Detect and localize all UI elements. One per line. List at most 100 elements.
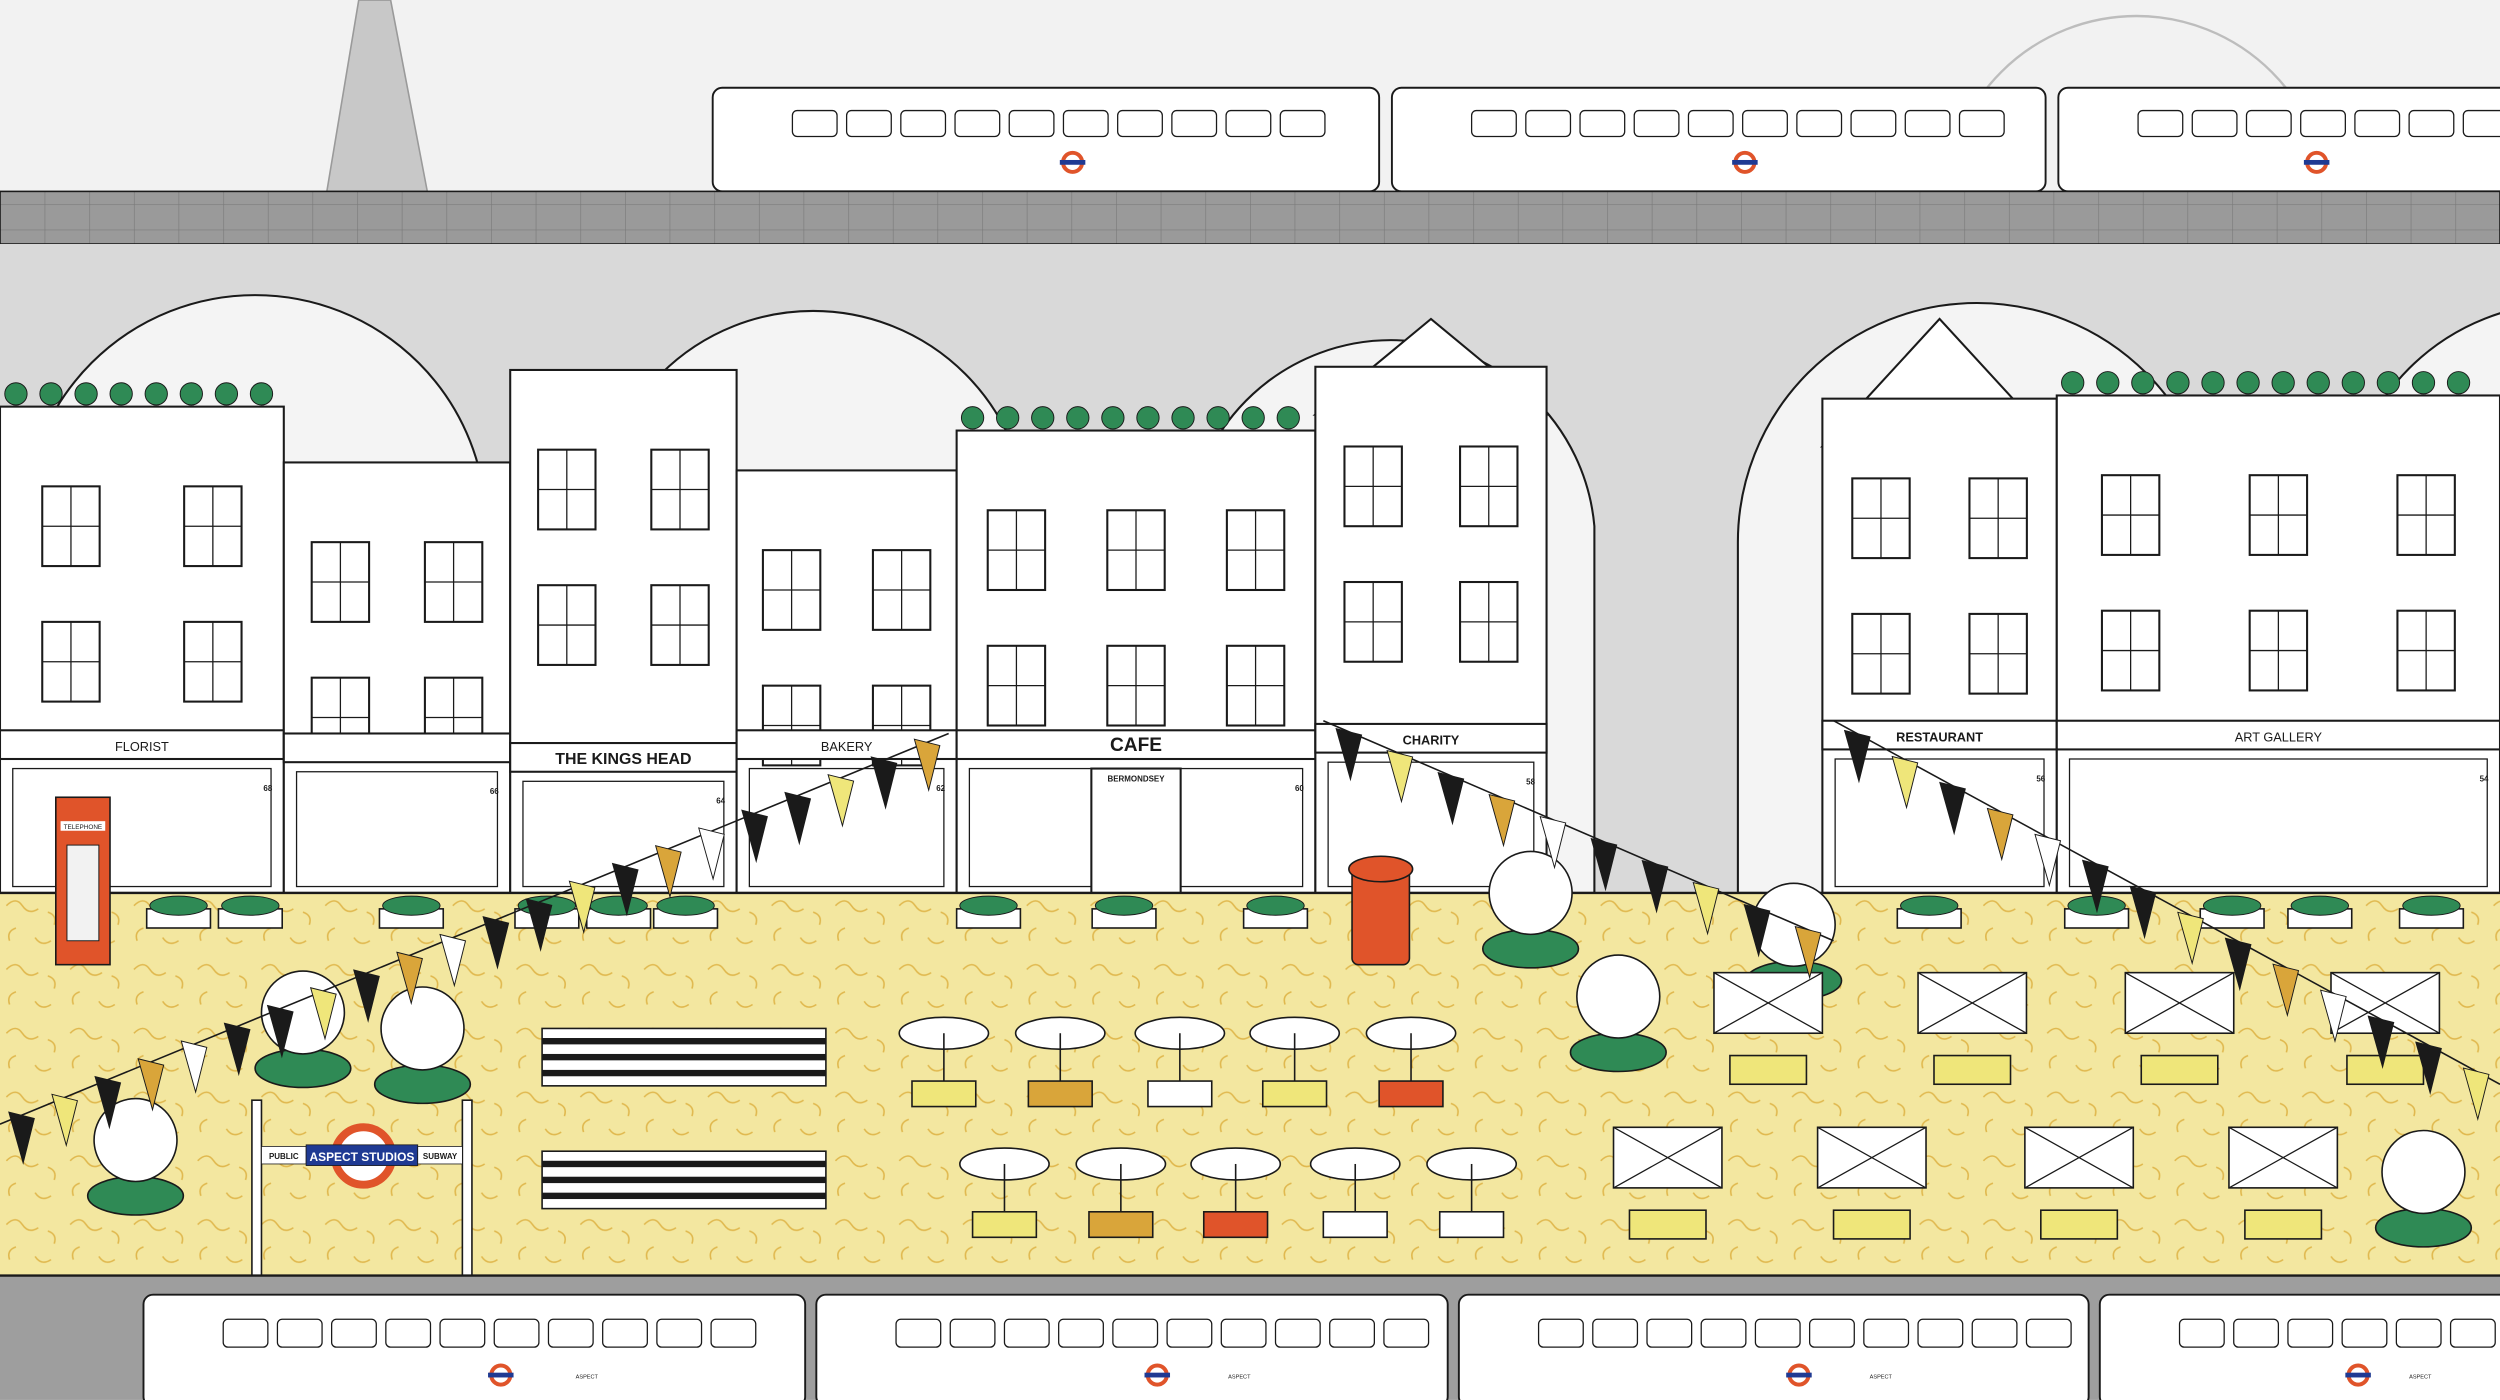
rooftop-plant [39, 382, 63, 406]
viaduct-deck [0, 190, 2500, 245]
bunting-flag [309, 987, 337, 1041]
telephone-box: TELEPHONE [55, 796, 111, 966]
planter-plants [1246, 895, 1305, 916]
rooftop-plant [1136, 406, 1160, 430]
train-car [1390, 86, 2047, 193]
bunting-flag [1843, 729, 1871, 784]
bunting-flag [741, 809, 768, 864]
rooftop-plant [1206, 406, 1230, 430]
train-label: ASPECT [1228, 1374, 1251, 1380]
train-car [711, 86, 1381, 193]
tree-planter [1481, 928, 1580, 969]
train-window [1171, 109, 1218, 138]
train-window [1166, 1318, 1213, 1348]
train-window [2300, 109, 2346, 138]
train-window [1062, 109, 1109, 138]
bunting-flag [353, 969, 380, 1023]
rooftop-plant [996, 406, 1020, 430]
bunting-flag [568, 880, 596, 935]
bunting-flag [94, 1075, 122, 1130]
roundel-bar [1786, 1372, 1812, 1378]
train-window [1220, 1318, 1267, 1348]
planter-plants [1900, 895, 1959, 916]
train-label: ASPECT [1870, 1374, 1893, 1380]
rooftop-plant [2376, 371, 2401, 395]
bunting [0, 719, 2500, 1165]
bunting-flag [2367, 1015, 2395, 1070]
train-window [385, 1318, 432, 1348]
cafe-table [971, 1211, 1038, 1239]
rooftop-plant [74, 382, 98, 406]
planter-plants [2402, 895, 2461, 916]
train-window [895, 1318, 942, 1348]
roundel-bar [488, 1372, 514, 1378]
tree-canopy [1488, 850, 1573, 936]
train-window [1279, 109, 1326, 138]
rooftop-plant [2306, 371, 2330, 395]
tablecloth-stripe [542, 1176, 826, 1184]
bunting-flag [1891, 755, 1919, 810]
train-car-body [2057, 86, 2500, 193]
rooftop-plant [4, 382, 28, 406]
planter-plants [1094, 895, 1154, 916]
cafe-table [1322, 1211, 1388, 1239]
bunting-flag [1539, 815, 1567, 870]
bunting-flag [2272, 963, 2300, 1018]
street-number: 56 [2036, 774, 2045, 783]
bunting-flag [2177, 911, 2204, 966]
train-window [1904, 109, 1951, 138]
bunting-flag [223, 1022, 251, 1077]
train-window [2178, 1318, 2225, 1348]
street-number: 60 [1295, 784, 1304, 793]
train-car [2057, 86, 2500, 193]
rooftop-plant [249, 382, 274, 406]
bunting-flag [2462, 1067, 2490, 1121]
tree-canopy [1576, 954, 1661, 1039]
train-window [330, 1318, 377, 1348]
rooftop-plant [2341, 371, 2365, 395]
tree-planter [1569, 1032, 1667, 1073]
bunting-flag [2129, 885, 2157, 940]
cafe-table [1202, 1211, 1269, 1239]
train-window [1112, 1318, 1159, 1348]
bunting-flag [870, 756, 898, 810]
roundel-bar [2303, 159, 2330, 165]
shop-sign-restaurant: RESTAURANT [1896, 729, 1983, 744]
shop-sign-art-gallery: ART GALLERY [2235, 729, 2323, 744]
canopy-fold [2125, 972, 2235, 1034]
train-window [1537, 1318, 1584, 1348]
bunting-flag [396, 951, 423, 1006]
train-window [710, 1318, 757, 1348]
street-number: 66 [490, 787, 499, 796]
canopy-fold [2228, 1126, 2338, 1189]
train-window [1754, 1318, 1801, 1348]
rooftop-plant [2446, 371, 2471, 395]
rooftop-plant [1171, 406, 1195, 430]
bunting-flag [180, 1040, 208, 1094]
bunting-flag [1986, 807, 2014, 862]
train-window [1003, 1318, 1050, 1348]
rooftop-plant [144, 382, 168, 406]
rooftop-plant [214, 382, 239, 406]
shop-sign-florist: FLORIST [115, 739, 169, 754]
train-window [1225, 109, 1272, 138]
market-stall-counter [2140, 1054, 2219, 1086]
canopy-fold [1613, 1126, 1723, 1189]
roundel-bar [1144, 1372, 1171, 1378]
shopfront-window [12, 767, 272, 888]
street-number: 62 [936, 784, 945, 793]
train-label: ASPECT [2409, 1374, 2432, 1380]
train-window [439, 1318, 486, 1348]
cafe-table [1088, 1211, 1154, 1239]
train-window [1971, 1318, 2018, 1348]
train-window [791, 109, 838, 138]
bunting-flag [1939, 781, 1966, 836]
street-number: 64 [716, 797, 725, 806]
train-window [1808, 1318, 1855, 1348]
train-window [1329, 1318, 1375, 1348]
rooftop-plant [2096, 371, 2120, 395]
tablecloth-stripe [542, 1053, 826, 1061]
